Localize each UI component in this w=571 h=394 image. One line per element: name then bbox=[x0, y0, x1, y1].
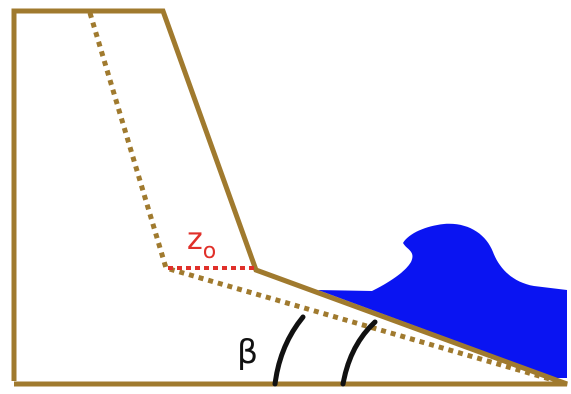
initial-profile-dotted bbox=[87, 12, 568, 387]
profile-solid bbox=[11, 8, 568, 387]
angle-arc-inner bbox=[340, 319, 378, 387]
angle-label: β bbox=[237, 332, 258, 371]
offset-label: zo bbox=[187, 222, 216, 264]
wave-water bbox=[318, 223, 567, 378]
angle-arc-outer bbox=[272, 314, 306, 387]
